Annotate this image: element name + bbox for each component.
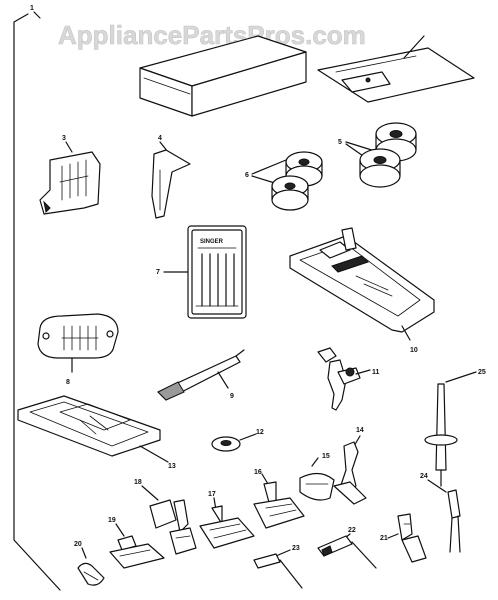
callout-20: 20 bbox=[74, 541, 82, 548]
callout-3: 3 bbox=[62, 135, 66, 142]
part-11-hemmer-foot: 11 bbox=[317, 347, 380, 411]
part-4-blade-attachment: 4 bbox=[151, 135, 191, 219]
callout-9: 9 bbox=[230, 393, 234, 400]
part-8-throat-plate: 8 bbox=[37, 313, 119, 386]
callout-4: 4 bbox=[158, 135, 162, 142]
part-15-button-foot: 15 bbox=[299, 453, 335, 501]
part-23-small-screwdriver: 23 bbox=[253, 545, 303, 589]
part-9-seam-ripper: 9 bbox=[157, 349, 245, 401]
watermark: AppliancePartsPros.com bbox=[58, 20, 366, 50]
part-10-buttonholer: 10 bbox=[289, 227, 435, 354]
callout-16: 16 bbox=[254, 469, 262, 476]
callout-14: 14 bbox=[356, 427, 364, 434]
part-12-spool-cap: 12 bbox=[211, 429, 264, 452]
callout-12: 12 bbox=[256, 429, 264, 436]
frame-lines: 1 bbox=[13, 5, 61, 591]
callout-11: 11 bbox=[372, 369, 380, 376]
callout-1: 1 bbox=[30, 5, 34, 12]
part-21-edge-guide: 21 bbox=[380, 513, 427, 563]
callout-22: 22 bbox=[348, 527, 356, 534]
part-17-general-foot: 17 bbox=[199, 491, 255, 549]
part-13-attachment-tray: 13 bbox=[17, 395, 176, 470]
callout-24: 24 bbox=[420, 473, 428, 480]
part-6-bobbins: 6 bbox=[245, 151, 323, 211]
callout-7: 7 bbox=[156, 269, 160, 276]
part-14-zipper-foot: 14 bbox=[333, 427, 367, 505]
part-5-bobbins: 5 bbox=[338, 122, 417, 188]
part-instruction-booklet bbox=[317, 35, 475, 103]
callout-6: 6 bbox=[245, 172, 249, 179]
callout-10: 10 bbox=[410, 347, 418, 354]
part-18-straight-foot: 18 bbox=[134, 479, 197, 555]
callout-13: 13 bbox=[168, 463, 176, 470]
part-20-blind-foot: 20 bbox=[74, 541, 105, 586]
callout-23: 23 bbox=[292, 545, 300, 552]
needle-pack-brand: SINGER bbox=[200, 239, 224, 245]
callout-17: 17 bbox=[208, 491, 216, 498]
callout-19: 19 bbox=[108, 517, 116, 524]
part-19-binder-foot: 19 bbox=[108, 517, 165, 569]
callout-18: 18 bbox=[134, 479, 142, 486]
callout-8: 8 bbox=[66, 379, 70, 386]
callout-25: 25 bbox=[478, 369, 486, 376]
part-storage-box bbox=[139, 35, 307, 117]
part-25-spool-pin: 25 bbox=[424, 369, 486, 487]
part-7-needle-pack: 7 SINGER bbox=[156, 225, 247, 319]
part-16-satin-foot: 16 bbox=[253, 469, 305, 529]
callout-21: 21 bbox=[380, 535, 388, 542]
part-22-screwdriver: 22 bbox=[317, 527, 377, 569]
callout-5: 5 bbox=[338, 139, 342, 146]
callout-15: 15 bbox=[322, 453, 330, 460]
part-3-feed-cover-plate: 3 bbox=[39, 135, 101, 215]
part-24-needle-threader: 24 bbox=[420, 473, 461, 553]
